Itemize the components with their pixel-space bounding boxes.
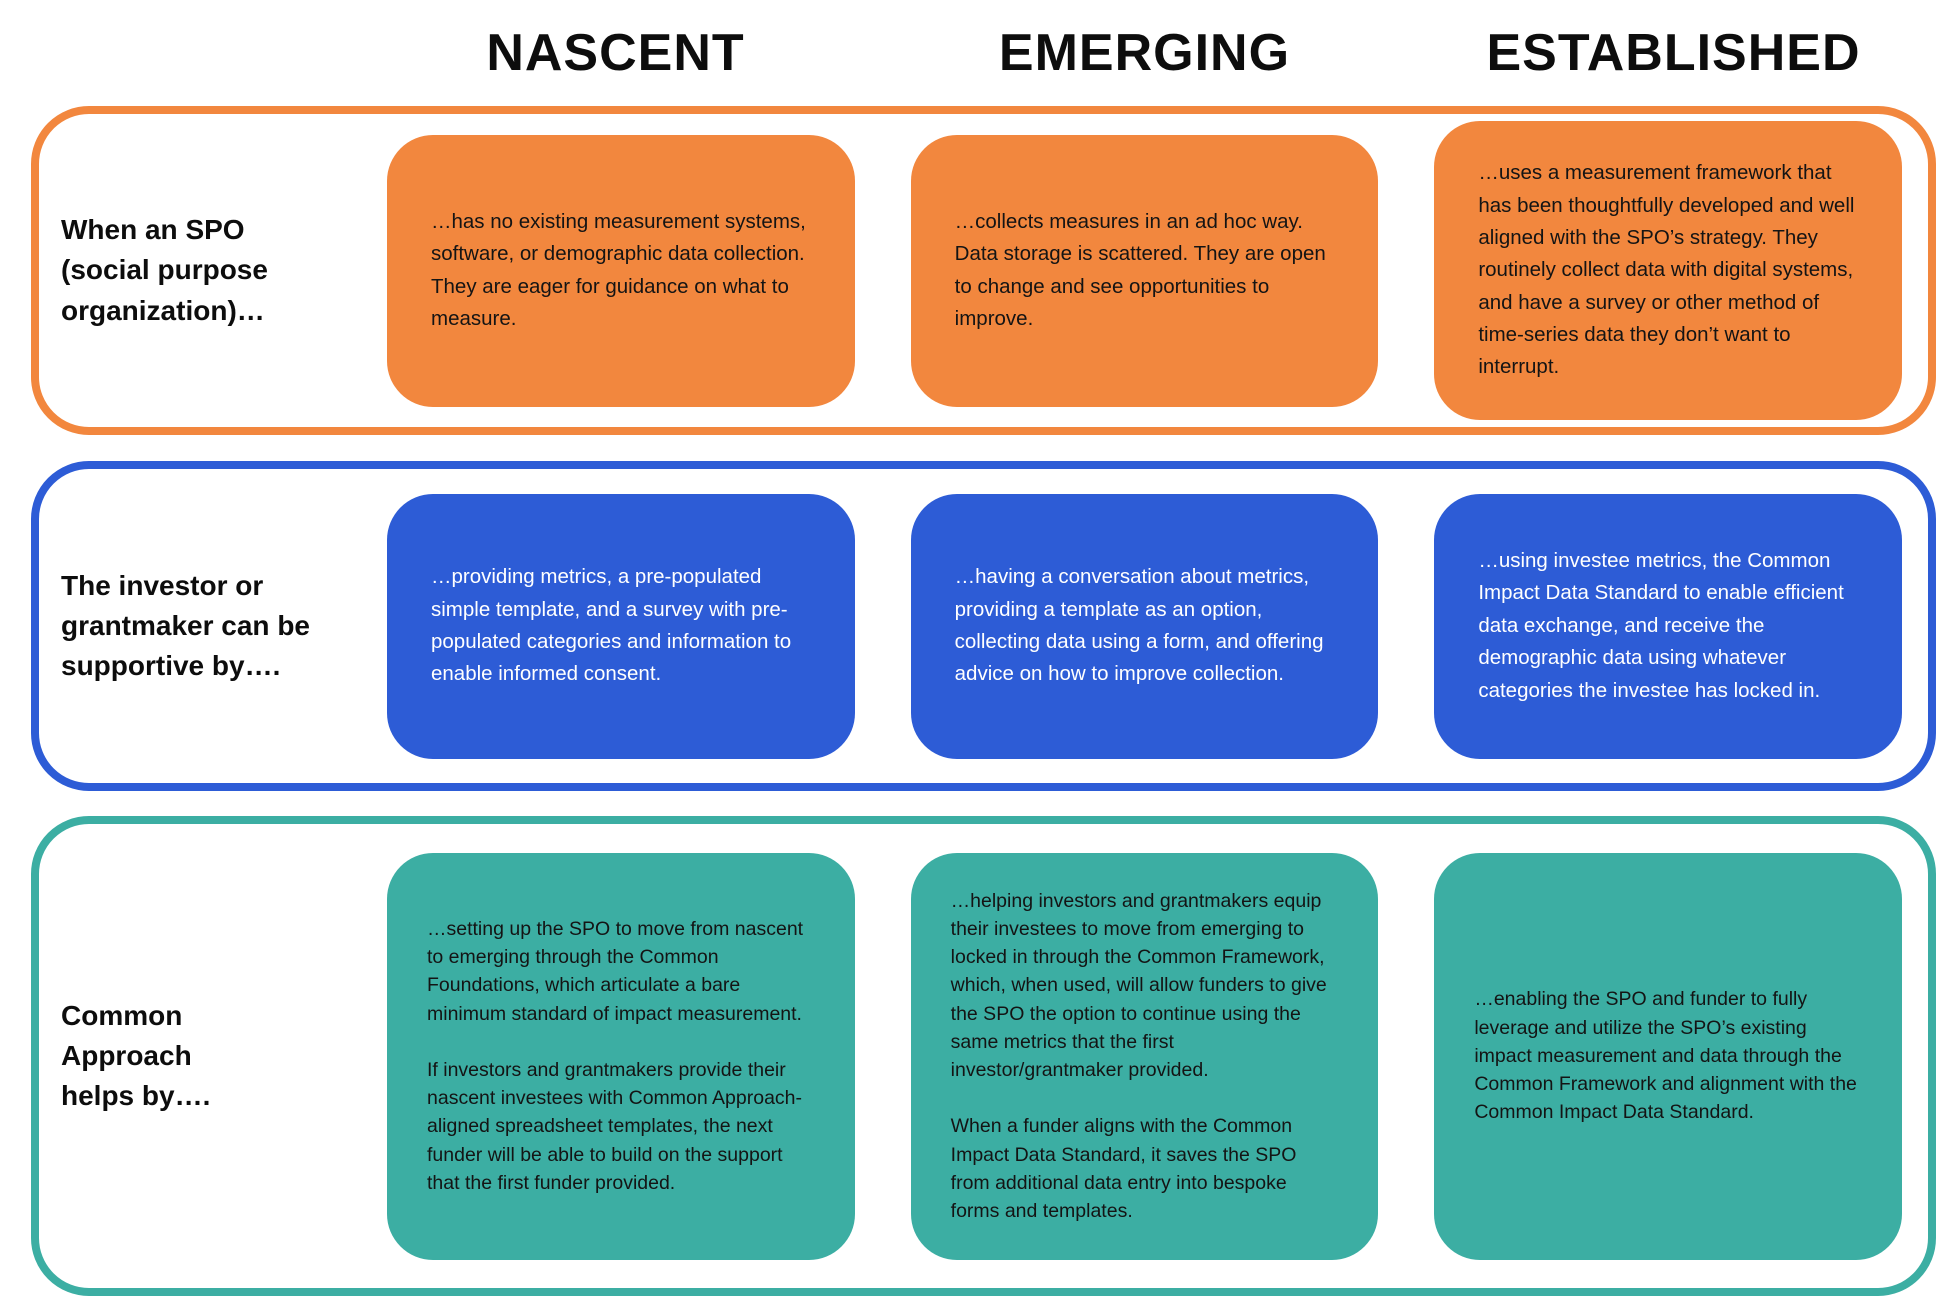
column-header-emerging: EMERGING	[998, 24, 1291, 82]
card-paragraph: …providing metrics, a pre-populated simp…	[431, 565, 792, 686]
card-paragraph: If investors and grantmakers provide the…	[427, 1058, 803, 1194]
card-spo-nascent: …has no existing measurement systems, so…	[387, 134, 855, 407]
row-label-common-approach: Common Approach helps by….	[61, 999, 211, 1112]
card-paragraph: …enabling the SPO and funder to fully le…	[1474, 988, 1857, 1124]
card-common-approach-nascent: …setting up the SPO to move from nascent…	[387, 852, 855, 1260]
card-paragraph: …uses a measurement framework that has b…	[1478, 161, 1855, 379]
column-headers: NASCENT EMERGING ESTABLISHED	[31, 0, 1936, 106]
card-paragraph: When a funder aligns with the Common Imp…	[950, 1115, 1297, 1223]
card-paragraph: …using investee metrics, the Common Impa…	[1478, 549, 1844, 702]
card-spo-emerging: …collects measures in an ad hoc way. Dat…	[910, 134, 1379, 407]
card-paragraph: …has no existing measurement systems, so…	[431, 209, 806, 330]
card-investor-emerging: …having a conversation about metrics, pr…	[910, 493, 1379, 759]
card-common-approach-emerging: …helping investors and grantmakers equip…	[910, 852, 1379, 1260]
card-common-approach-established: …enabling the SPO and funder to fully le…	[1434, 852, 1902, 1260]
row-label-investor-support: The investor or grantmaker can be suppor…	[61, 569, 310, 682]
row-label-spo-stage: When an SPO (social purpose organization…	[61, 214, 268, 326]
card-paragraph: …having a conversation about metrics, pr…	[954, 565, 1324, 686]
row-band-investor-support: The investor or grantmaker can be suppor…	[31, 461, 1936, 791]
card-investor-established: …using investee metrics, the Common Impa…	[1434, 493, 1902, 759]
card-paragraph: …collects measures in an ad hoc way. Dat…	[954, 209, 1326, 330]
row-band-common-approach: Common Approach helps by…. …setting up t…	[31, 816, 1936, 1296]
row-band-spo-stage: When an SPO (social purpose organization…	[31, 106, 1936, 435]
card-paragraph: …setting up the SPO to move from nascent…	[427, 917, 804, 1025]
card-spo-established: …uses a measurement framework that has b…	[1434, 121, 1902, 420]
card-investor-nascent: …providing metrics, a pre-populated simp…	[387, 493, 855, 759]
column-header-nascent: NASCENT	[486, 24, 745, 82]
card-paragraph: …helping investors and grantmakers equip…	[950, 889, 1327, 1082]
column-header-established: ESTABLISHED	[1486, 24, 1861, 82]
